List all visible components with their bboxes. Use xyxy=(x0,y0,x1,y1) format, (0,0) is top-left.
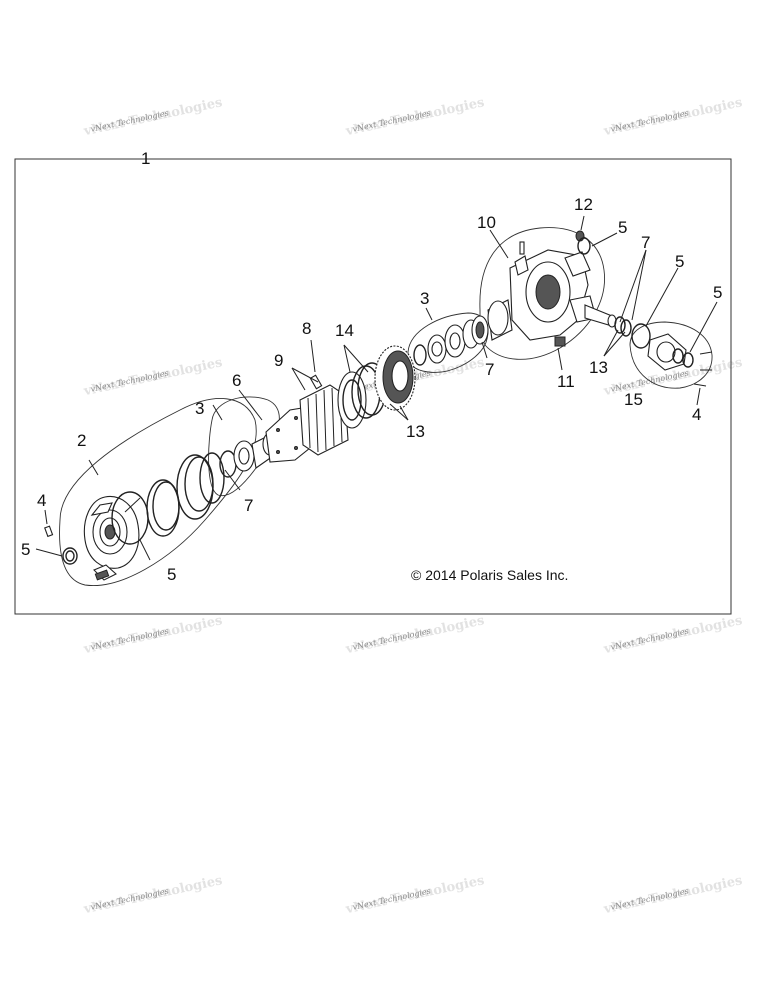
callout-6: 6 xyxy=(232,371,241,390)
copyright-text: © 2014 Polaris Sales Inc. xyxy=(411,567,568,583)
left-housing xyxy=(83,495,141,581)
callout-15: 15 xyxy=(624,390,643,409)
callout-11: 11 xyxy=(557,372,575,391)
callout-7-right: 7 xyxy=(641,233,650,252)
clutch-rings xyxy=(146,454,214,537)
hull-main-housing-group xyxy=(479,227,606,360)
large-o-ring xyxy=(199,452,225,504)
callout-5-far-right: 5 xyxy=(713,283,722,302)
output-shaft xyxy=(584,304,632,337)
callout-4-left: 4 xyxy=(37,491,46,510)
housing-right-seal xyxy=(577,237,591,255)
callout-9: 9 xyxy=(274,351,283,370)
hull-right-cover-group xyxy=(629,321,713,389)
callout-14: 14 xyxy=(335,321,354,340)
callout-13-right: 13 xyxy=(589,358,608,377)
callout-10: 10 xyxy=(477,213,496,232)
center-sleeve xyxy=(487,299,513,341)
callout-3-center: 3 xyxy=(420,289,429,308)
callout-5-housing: 5 xyxy=(618,218,627,237)
leader-lines xyxy=(35,215,718,561)
ring-gear xyxy=(374,345,416,411)
center-seal xyxy=(471,315,489,345)
hull-left-housing-group xyxy=(59,398,257,586)
callout-7-left: 7 xyxy=(244,496,253,515)
callouts: 1 2 3 3 4 4 5 5 5 5 5 6 7 7 7 8 9 10 11 … xyxy=(21,149,722,584)
callout-5-far-left: 5 xyxy=(21,540,30,559)
callout-5-right-upper: 5 xyxy=(675,252,684,271)
right-bolts xyxy=(693,351,713,387)
callout-8: 8 xyxy=(302,319,311,338)
right-o-ring xyxy=(631,323,651,349)
callout-12: 12 xyxy=(574,195,593,214)
callout-3-left: 3 xyxy=(195,399,204,418)
assembly-frame xyxy=(14,158,732,615)
callout-4-right: 4 xyxy=(692,405,701,424)
right-cover xyxy=(647,333,694,371)
main-housing xyxy=(509,241,597,347)
center-bearing xyxy=(413,319,480,366)
callout-7-center: 7 xyxy=(485,360,494,379)
callout-2: 2 xyxy=(77,431,86,450)
callout-13-center: 13 xyxy=(406,422,425,441)
roller-pin xyxy=(309,374,323,390)
left-bolt xyxy=(44,525,54,538)
callout-1: 1 xyxy=(141,149,150,168)
left-seal-ring xyxy=(62,547,78,565)
callout-5-left: 5 xyxy=(167,565,176,584)
